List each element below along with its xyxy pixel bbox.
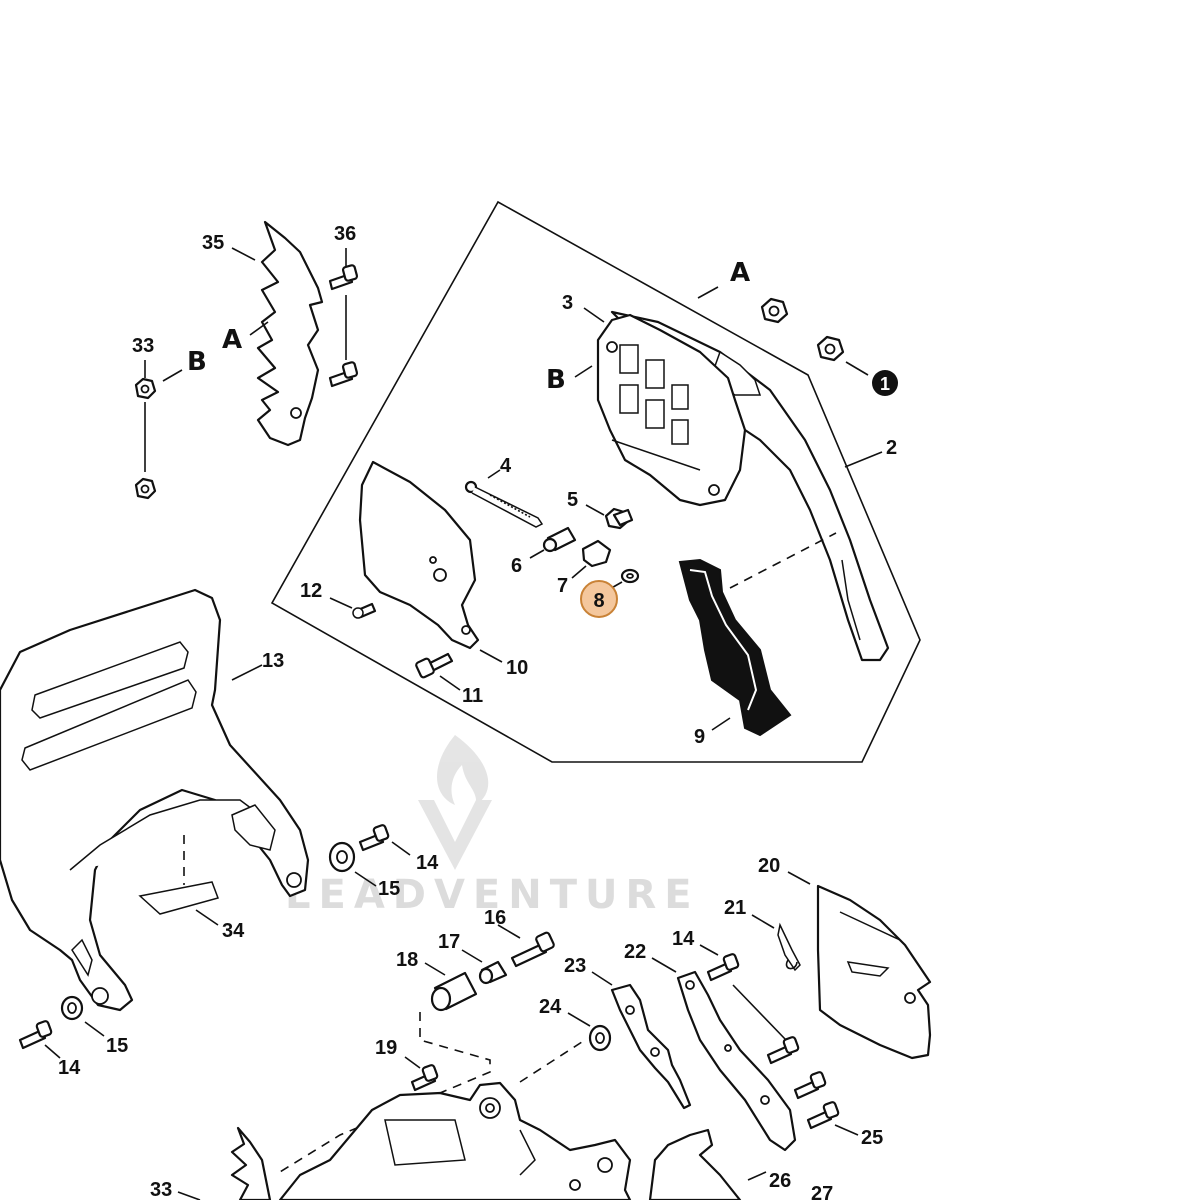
callout-19[interactable]: 19 <box>375 1037 397 1059</box>
callout-15-upper[interactable]: 15 <box>378 878 400 900</box>
callout-34[interactable]: 34 <box>222 920 245 942</box>
part-33-nuts <box>134 377 157 500</box>
callout-14-left[interactable]: 14 <box>58 1057 81 1079</box>
callout-10[interactable]: 10 <box>506 657 528 679</box>
part-5-screw <box>604 507 634 530</box>
callout-13[interactable]: 13 <box>262 650 284 672</box>
callout-14-right[interactable]: 14 <box>672 928 695 950</box>
callout-14-upper[interactable]: 14 <box>416 852 439 874</box>
watermark: LEADVENTURE <box>285 735 700 918</box>
part-9-plate <box>678 532 837 737</box>
callout-35[interactable]: 35 <box>202 232 224 254</box>
callout-8[interactable]: 8 <box>593 590 604 612</box>
inset-frame <box>270 200 921 763</box>
part-19-screw <box>410 1064 439 1092</box>
part-11-bolt <box>415 652 454 679</box>
watermark-text: LEADVENTURE <box>285 872 700 918</box>
part-6-slider <box>542 526 577 553</box>
callout-33-upper[interactable]: 33 <box>132 335 154 357</box>
part-21-clip <box>777 922 801 972</box>
part-18-bushing <box>430 971 478 1012</box>
callout-2[interactable]: 2 <box>886 437 897 459</box>
marker-b-right: B <box>546 365 566 395</box>
marker-a-left: A <box>222 325 242 355</box>
callout-6[interactable]: 6 <box>511 555 522 577</box>
engine-housing <box>278 1081 632 1200</box>
callout-23[interactable]: 23 <box>564 955 586 977</box>
callout-9[interactable]: 9 <box>694 726 705 748</box>
part-3-sprocket-cover-inner <box>596 313 747 507</box>
callout-20[interactable]: 20 <box>758 855 780 877</box>
callout-8-highlight[interactable] <box>580 580 618 618</box>
part-26-band <box>648 1128 742 1200</box>
callout-15-left[interactable]: 15 <box>106 1035 128 1057</box>
part-22-plate <box>676 970 797 1152</box>
part-35-bumper-spike <box>256 220 324 447</box>
callout-4[interactable]: 4 <box>500 455 512 477</box>
part-17-sleeve <box>478 960 508 985</box>
marker-a-right: A <box>730 258 750 288</box>
watermark-v-icon <box>418 800 492 870</box>
part-23-lever <box>610 983 692 1110</box>
part-4-tension-screw <box>464 480 544 528</box>
callout-22[interactable]: 22 <box>624 941 646 963</box>
part-10-guide-plate <box>358 460 480 650</box>
callout-26[interactable]: 26 <box>769 1170 791 1192</box>
part-7-block <box>581 539 612 568</box>
callout-24[interactable]: 24 <box>539 996 562 1018</box>
callout-17[interactable]: 17 <box>438 931 460 953</box>
callout-labels: 2 3 4 5 6 7 8 9 10 11 12 13 14 14 14 15 … <box>58 223 897 1200</box>
assembly-dash-lines <box>274 1012 586 1176</box>
callout-21[interactable]: 21 <box>724 897 746 919</box>
part-36-screws <box>328 264 359 388</box>
callout-11[interactable]: 11 <box>462 685 483 707</box>
part-16-bolt <box>510 931 555 968</box>
part-24-sleeve <box>588 1024 612 1052</box>
callout-1-label: 1 <box>880 374 890 394</box>
part-8-washer <box>620 568 640 584</box>
bumper-spike-bottom <box>230 1126 272 1200</box>
part-12-screw <box>329 597 377 619</box>
callout-3[interactable]: 3 <box>562 292 573 314</box>
part-13-hand-guard <box>0 588 310 1012</box>
reference-markers: A A B B <box>187 258 750 395</box>
callout-12[interactable]: 12 <box>300 580 322 602</box>
callout-33-lower[interactable]: 33 <box>150 1179 172 1200</box>
part-20-plate <box>816 884 932 1060</box>
part-25-screws <box>766 1036 840 1130</box>
marker-b-left: B <box>187 347 207 377</box>
callout-16[interactable]: 16 <box>484 907 506 929</box>
nuts-top <box>760 297 869 376</box>
callout-27[interactable]: 27 <box>811 1183 833 1200</box>
callout-7[interactable]: 7 <box>557 575 568 597</box>
part-14-screws <box>18 824 740 1050</box>
callout-5[interactable]: 5 <box>567 489 578 511</box>
callout-25[interactable]: 25 <box>861 1127 883 1149</box>
part-34-shim <box>138 835 219 915</box>
callout-18[interactable]: 18 <box>396 949 418 971</box>
part-15-spacers <box>60 841 356 1021</box>
callout-36[interactable]: 36 <box>334 223 356 245</box>
watermark-flame-icon <box>436 735 489 805</box>
callout-1-badge[interactable] <box>872 370 898 396</box>
